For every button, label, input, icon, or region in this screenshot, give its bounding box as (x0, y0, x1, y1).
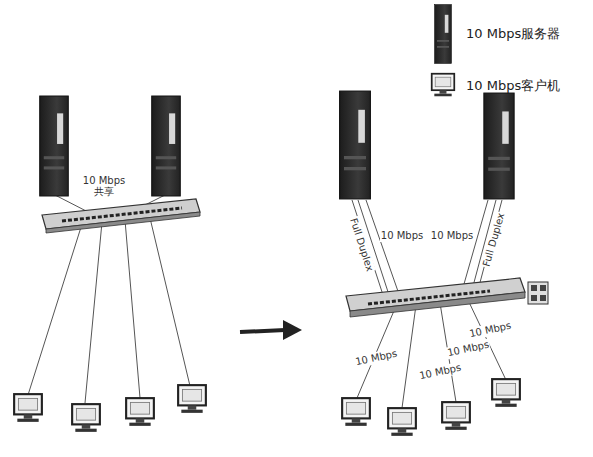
client-icon (14, 394, 42, 422)
client-icon (126, 398, 154, 426)
hub (42, 199, 200, 233)
link-speed-label: 10 Mbps (467, 320, 513, 340)
client-icon (442, 402, 470, 430)
link-speed-label: 10 Mbps (417, 362, 463, 382)
legend-server-icon (435, 5, 452, 64)
server-icon (152, 96, 181, 196)
legend-text: 10 Mbps服务器 (466, 25, 560, 43)
client-icon (178, 385, 206, 413)
link-speed-label: 10 Mbps (380, 230, 424, 242)
link-speed-label: 10 Mbps 共享 (80, 175, 128, 198)
server-icon (40, 96, 69, 196)
server-icon (484, 93, 514, 199)
legend-text: 10 Mbps客户机 (466, 77, 560, 95)
client-icon (492, 379, 520, 407)
duplex-label: Full Duplex (481, 211, 508, 269)
link-speed-label: 10 Mbps (430, 230, 474, 242)
client-icon (72, 404, 100, 432)
link-speed-label: 10 Mbps (353, 348, 399, 368)
client-icon (342, 398, 370, 426)
client-icon (388, 408, 416, 436)
legend-client-icon (432, 74, 455, 97)
switch (346, 278, 548, 317)
duplex-label: Full Duplex (348, 216, 377, 274)
transition-arrow (240, 320, 302, 340)
link-speed-label: 10 Mbps (445, 339, 491, 359)
server-icon (340, 91, 371, 199)
